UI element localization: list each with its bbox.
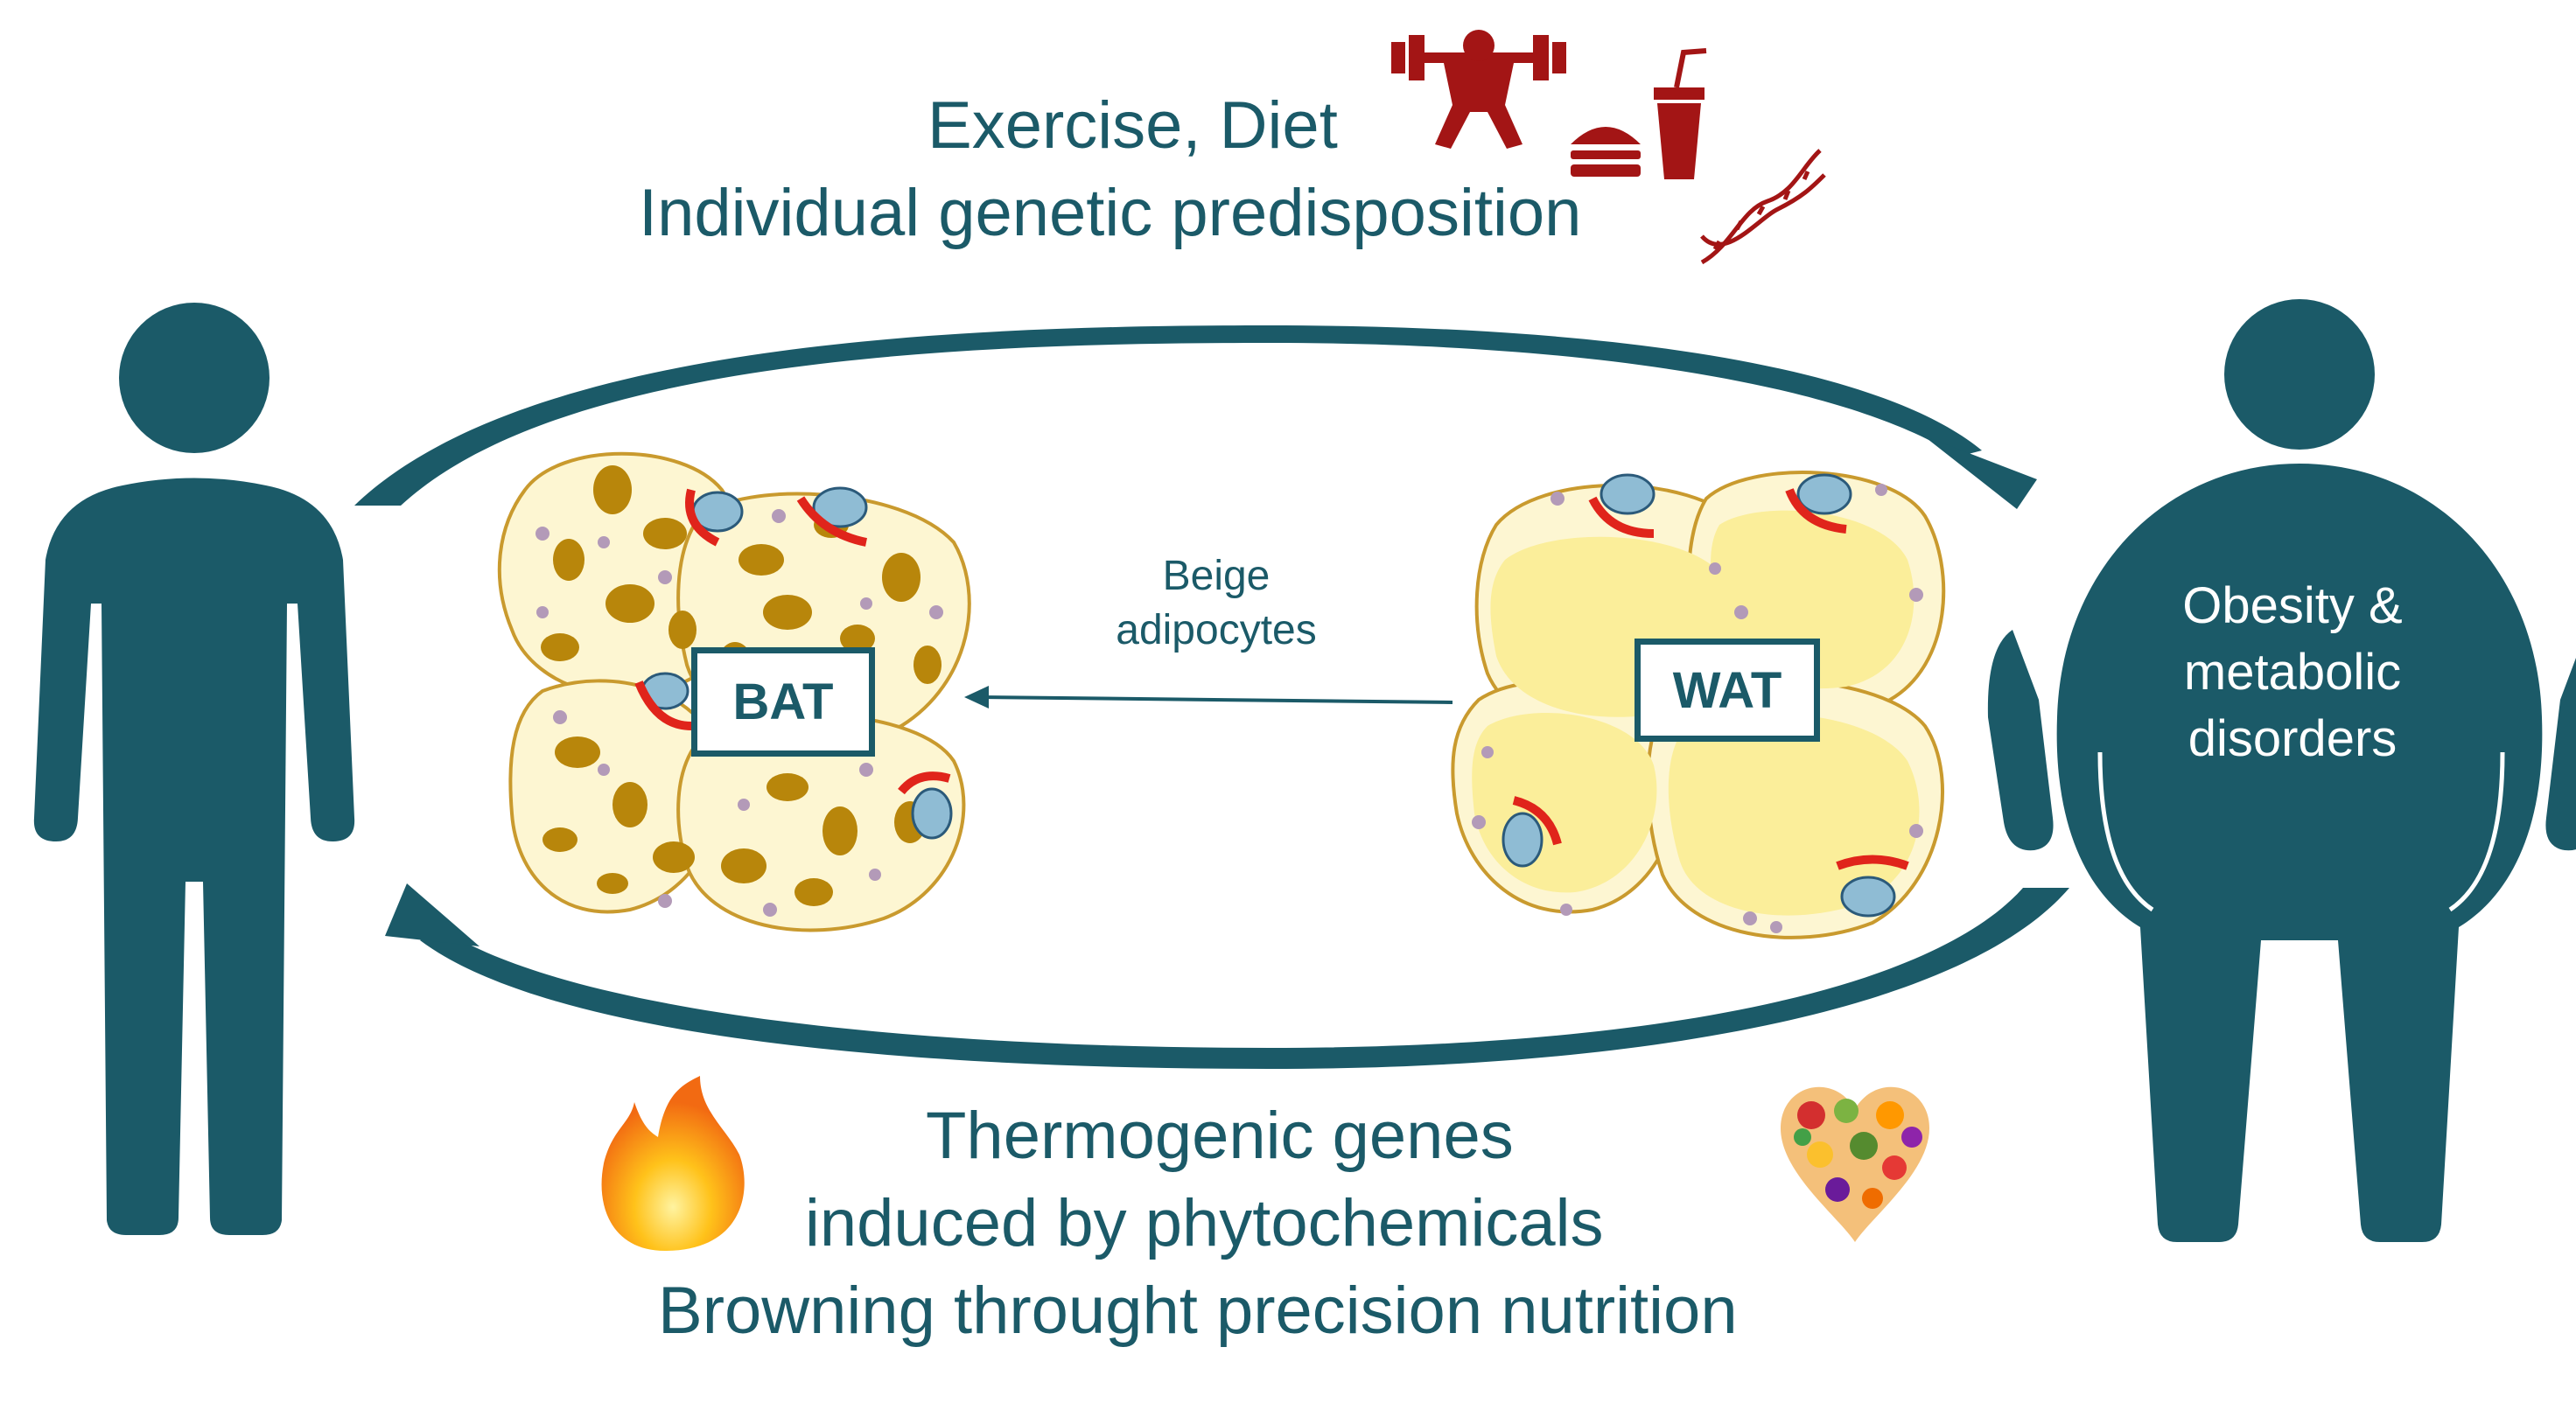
obese-person-icon xyxy=(1987,299,2576,1242)
dna-icon xyxy=(1700,149,1826,265)
bottom-heading-thermogenic: Thermogenic genes xyxy=(926,1099,1514,1173)
bottom-heading-phytochemicals: induced by phytochemicals xyxy=(805,1186,1604,1260)
lean-person-icon xyxy=(33,303,355,1235)
top-heading-exercise-diet: Exercise, Diet xyxy=(928,88,1338,163)
bat-nuclei xyxy=(634,486,953,840)
obesity-label: Obesity & metabolic disorders xyxy=(2182,577,2403,767)
bat-mitochondria-dots xyxy=(536,509,943,917)
weightlifter-icon xyxy=(1391,30,1566,149)
belly-line xyxy=(2097,751,2154,912)
wat-nuclei xyxy=(1502,473,1909,918)
bottom-heading-browning: Browning throught precision nutrition xyxy=(658,1274,1738,1348)
soda-cup-icon xyxy=(1654,48,1707,179)
beige-adipocytes-label: Beige adipocytes xyxy=(1116,553,1317,653)
belly-line xyxy=(2448,751,2505,912)
top-cycle-arrow xyxy=(354,325,2037,509)
bottom-cycle-arrow xyxy=(385,883,2069,1069)
wat-mitochondria-dots xyxy=(1472,484,1923,933)
burger-icon xyxy=(1571,127,1641,177)
wat-label: WAT xyxy=(1634,639,1820,742)
beige-arrow xyxy=(964,686,1453,708)
top-heading-genetic: Individual genetic predisposition xyxy=(639,176,1582,250)
bat-label: BAT xyxy=(691,647,875,757)
fire-icon xyxy=(601,1076,745,1251)
fruit-heart-icon xyxy=(1781,1086,1929,1242)
